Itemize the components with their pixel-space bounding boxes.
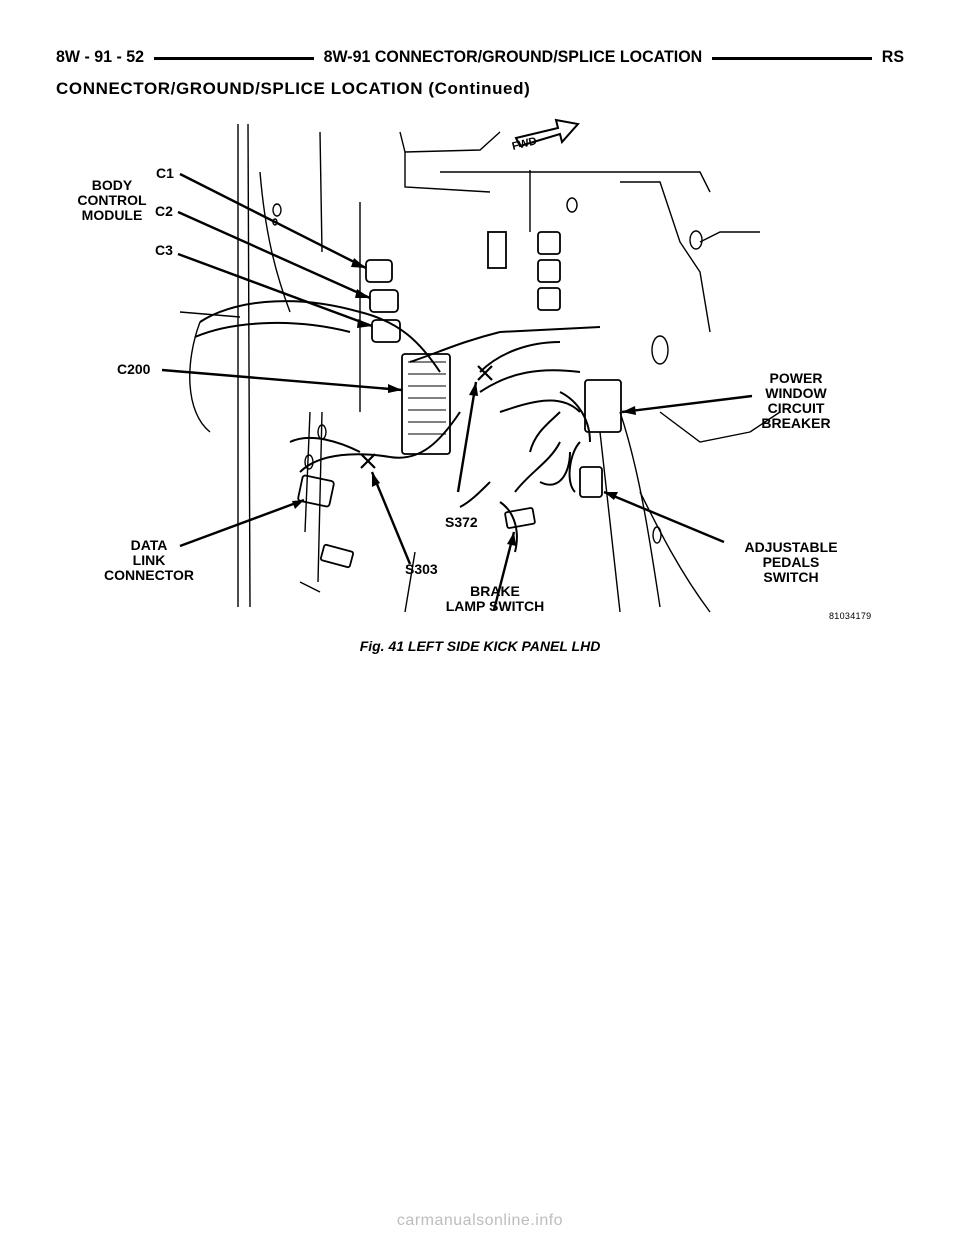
header-rule-left bbox=[154, 56, 314, 60]
label-power-window-circuit-breaker: POWER WINDOW CIRCUIT BREAKER bbox=[761, 370, 831, 431]
figure-id: 81034179 bbox=[829, 611, 872, 621]
splice-marks bbox=[360, 365, 493, 469]
page-header: 8W - 91 - 52 8W-91 CONNECTOR/GROUND/SPLI… bbox=[56, 44, 904, 72]
label-c3: C3 bbox=[155, 242, 173, 258]
label-s372: S372 bbox=[445, 514, 478, 530]
wiring-harness bbox=[194, 300, 601, 553]
panel-structure bbox=[179, 123, 781, 613]
watermark: carmanualsonline.info bbox=[396, 1212, 564, 1229]
label-adjustable-pedals-switch: ADJUSTABLE PEDALS SWITCH bbox=[744, 539, 838, 585]
label-c200: C200 bbox=[117, 361, 151, 377]
callout-leaders bbox=[161, 172, 753, 611]
fwd-arrow-icon bbox=[514, 118, 580, 148]
kick-panel-illustration bbox=[161, 118, 781, 613]
section-title: 8W-91 CONNECTOR/GROUND/SPLICE LOCATION bbox=[323, 48, 703, 67]
continued-subheader: CONNECTOR/GROUND/SPLICE LOCATION (Contin… bbox=[56, 79, 531, 98]
model-code: RS bbox=[881, 48, 904, 67]
header-rule-right bbox=[712, 56, 872, 60]
label-c1: C1 bbox=[156, 165, 174, 181]
label-s303: S303 bbox=[405, 561, 438, 577]
figure-caption: Fig. 41 LEFT SIDE KICK PANEL LHD bbox=[359, 638, 601, 654]
label-brake-lamp-switch: BRAKE LAMP SWITCH bbox=[445, 583, 545, 614]
label-c2: C2 bbox=[155, 203, 173, 219]
connectors bbox=[297, 231, 622, 569]
callout-arrowheads bbox=[292, 258, 636, 546]
page-reference: 8W - 91 - 52 bbox=[56, 48, 145, 67]
label-body-control-module: BODY CONTROL MODULE bbox=[77, 177, 147, 223]
label-data-link-connector: DATA LINK CONNECTOR bbox=[104, 537, 194, 583]
